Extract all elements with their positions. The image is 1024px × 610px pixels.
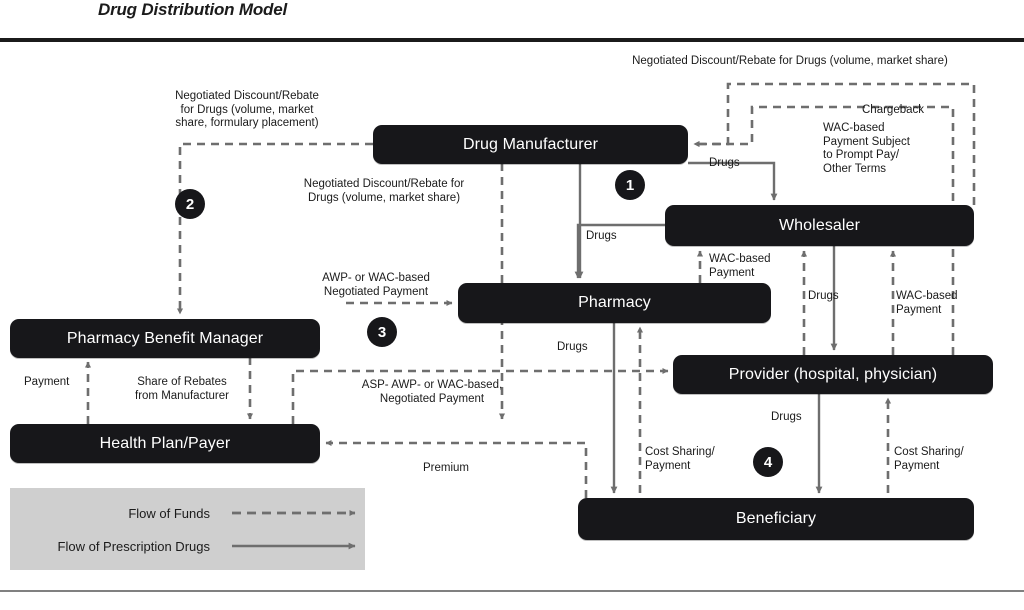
title-rule-top	[0, 38, 1024, 42]
label-asp-awp-wac: ASP- AWP- or WAC-based, Negotiated Payme…	[361, 379, 503, 405]
page-title: Drug Distribution Model	[98, 0, 287, 19]
node-drug-manufacturer[interactable]: Drug Manufacturer	[373, 125, 688, 164]
label-wac-prompt-pay: WAC-based Payment Subject to Prompt Pay/…	[823, 122, 910, 175]
label-rebate-wholesaler: Negotiated Discount/Rebate for Drugs (vo…	[632, 55, 948, 67]
badge-step-2: 2	[175, 189, 205, 219]
label-drugs-pharmacy-beneficiary: Drugs	[557, 341, 588, 353]
funds-edges	[84, 82, 976, 498]
label-rebate-pbm: Negotiated Discount/Rebate for Drugs (vo…	[175, 90, 319, 129]
label-drugs-mfr-pharmacy: Drugs	[586, 230, 617, 242]
label-drugs-provider-beneficiary: Drugs	[771, 411, 802, 423]
legend-sample-lines	[232, 509, 356, 550]
node-pharmacy[interactable]: Pharmacy	[458, 283, 771, 323]
edge-premium	[325, 439, 588, 498]
label-wac-payment-pharmacy: WAC-based Payment	[709, 253, 771, 279]
footer-rule-bottom	[0, 590, 1024, 592]
edge-asp-awp-wac	[291, 367, 669, 424]
label-cost-sharing-provider: Cost Sharing/ Payment	[894, 446, 964, 472]
legend-label-flow-of-drugs: Flow of Prescription Drugs	[57, 539, 210, 554]
label-awp-wac-negotiated: AWP- or WAC-based Negotiated Payment	[322, 272, 430, 298]
node-health-plan-payer[interactable]: Health Plan/Payer	[10, 424, 320, 463]
label-wac-payment-provider: WAC-based Payment	[896, 290, 958, 316]
edge-chargeback	[693, 105, 955, 355]
node-wholesaler[interactable]: Wholesaler	[665, 205, 974, 246]
label-chargeback: Chargeback	[862, 104, 925, 116]
node-pharmacy-benefit-manager[interactable]: Pharmacy Benefit Manager	[10, 319, 320, 358]
label-drugs-mfr-wholesaler: Drugs	[709, 157, 740, 169]
badge-step-3: 3	[367, 317, 397, 347]
legend-panel: Flow of Funds Flow of Prescription Drugs	[10, 488, 365, 570]
badge-step-1: 1	[615, 170, 645, 200]
label-payment: Payment	[24, 376, 70, 388]
drug-flow-edges	[574, 161, 838, 494]
node-provider[interactable]: Provider (hospital, physician)	[673, 355, 993, 394]
legend-label-flow-of-funds: Flow of Funds	[128, 506, 210, 521]
node-beneficiary[interactable]: Beneficiary	[578, 498, 974, 540]
label-rebate-health-plan: Negotiated Discount/Rebate for Drugs (vo…	[303, 178, 465, 204]
label-premium: Premium	[423, 462, 470, 474]
edge-drugs-mfr-wholesaler	[688, 161, 778, 201]
label-drugs-wholesaler-provider: Drugs	[808, 290, 839, 302]
edge-drugs-wholesaler-pharmacy	[574, 223, 665, 279]
label-share-of-rebates: Share of Rebates from Manufacturer	[135, 376, 229, 402]
badge-step-4: 4	[753, 447, 783, 477]
label-cost-sharing-pharmacy: Cost Sharing/ Payment	[645, 446, 715, 472]
